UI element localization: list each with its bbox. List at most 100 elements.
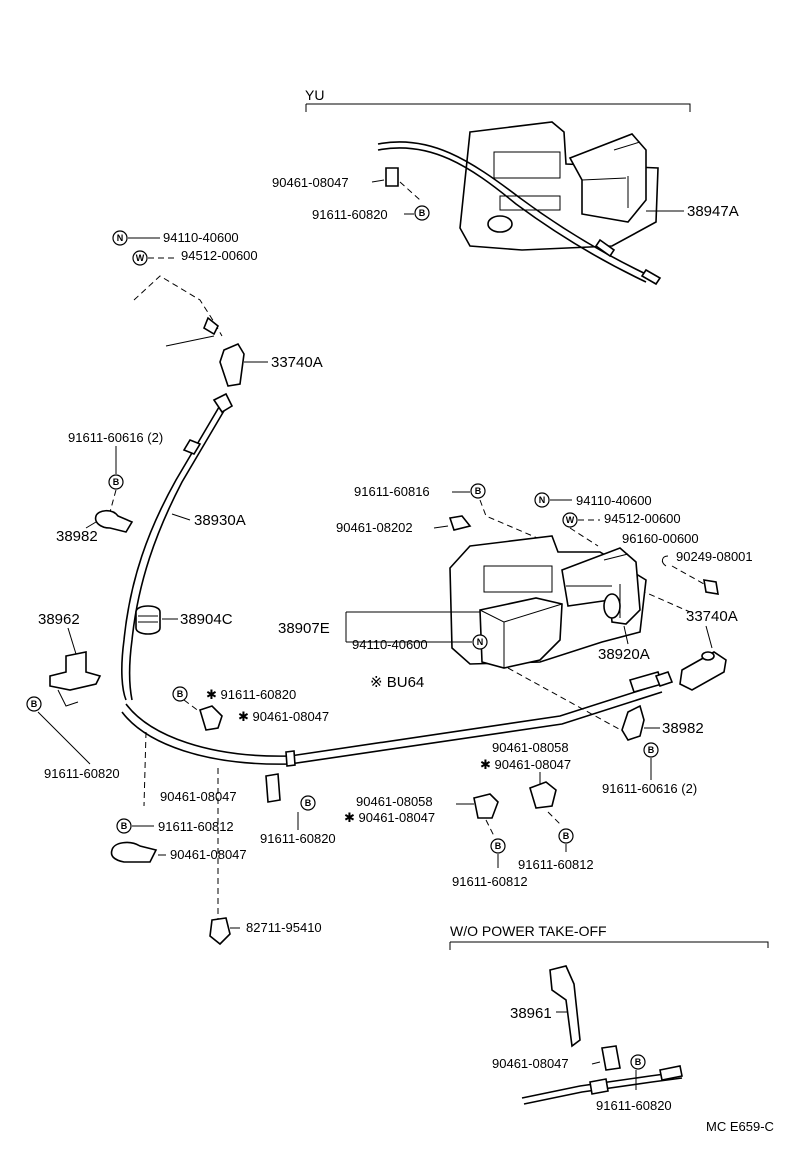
bolt-symbol: [414, 205, 430, 221]
wo-pto-section: W/O POWER TAKE-OFF 38961 90461-08047 B 9…: [449, 923, 769, 1113]
cable-38930A: [121, 401, 223, 701]
label-38982-left: 38982: [56, 528, 98, 545]
grommet-38904C: [135, 605, 161, 635]
svg-text:B: B: [419, 208, 426, 218]
label-38982-right: 38982: [662, 720, 704, 737]
upper-left-assembly: N 94110-40600 W 94512-00600 33740A 38930…: [26, 230, 323, 781]
label-94110-40600-top: 94110-40600: [163, 230, 239, 245]
bolt-symbol: [470, 483, 486, 499]
svg-text:B: B: [113, 477, 120, 487]
label-38961: 38961: [510, 1005, 552, 1022]
bu64-shaft: [603, 593, 621, 619]
pin-90249-08001: [703, 579, 719, 595]
clip-90461-08202: [448, 515, 472, 531]
nut-symbol: [472, 634, 488, 650]
label-91611-60616-left: 91611-60616 (2): [68, 430, 163, 445]
yoke-33740A-right: [679, 651, 727, 691]
yu-cable: [377, 141, 651, 277]
figure-code: MC E659-C: [706, 1119, 774, 1134]
bracket-38961: [549, 965, 581, 1048]
bolt-symbol: [490, 838, 506, 854]
clip-90461-08047-yu: [385, 167, 399, 187]
label-91611-60820-mid1: ✱ 91611-60820: [206, 687, 296, 702]
bolt-symbol: [300, 795, 316, 811]
label-38947A: 38947A: [687, 203, 739, 220]
svg-text:B: B: [648, 745, 655, 755]
lower-cable-assembly: B ✱ 91611-60820 ✱ 90461-08047 90461-0804…: [110, 671, 674, 946]
label-38962: 38962: [38, 611, 80, 628]
label-90461-08047-bottom: 90461-08047: [170, 847, 247, 862]
clamp-82711-95410: [209, 917, 231, 946]
label-82711-95410: 82711-95410: [246, 920, 322, 935]
label-91611-60812-left: 91611-60812: [158, 819, 234, 834]
label-94110-40600-r: 94110-40600: [576, 493, 652, 508]
bolt-symbol: [116, 818, 132, 834]
label-38904C: 38904C: [180, 611, 233, 628]
svg-text:B: B: [495, 841, 502, 851]
section-title-wo-pto: W/O POWER TAKE-OFF: [450, 923, 607, 939]
yu-cylinder: [487, 215, 513, 233]
bu64-section: 91611-60816 B 90461-08202 N 94110-40600 …: [278, 483, 753, 889]
label-91611-60812-a: 91611-60812: [518, 857, 594, 872]
actuator-38907E: [479, 597, 563, 669]
clamp-38982-right: [621, 704, 645, 741]
label-90249-08001: 90249-08001: [676, 549, 753, 564]
svg-text:B: B: [177, 689, 184, 699]
svg-text:N: N: [539, 495, 546, 505]
bolt-symbol: [26, 696, 42, 712]
clip-90461-08058-b: [473, 793, 499, 819]
label-33740A-right: 33740A: [686, 608, 738, 625]
label-90461-08047-wo: 90461-08047: [492, 1056, 569, 1071]
svg-text:W: W: [136, 253, 145, 263]
washer-symbol: [562, 512, 578, 528]
washer-symbol: [132, 250, 148, 266]
label-91611-60616-right: 91611-60616 (2): [602, 781, 697, 796]
label-91611-60816: 91611-60816: [354, 484, 430, 499]
svg-text:B: B: [31, 699, 38, 709]
bolt-symbol: [643, 742, 659, 758]
svg-text:B: B: [305, 798, 312, 808]
label-90461-08058-b: 90461-08058: [356, 794, 433, 809]
label-96160-00600: 96160-00600: [622, 531, 699, 546]
bolt-symbol: [558, 828, 574, 844]
nut-symbol: [534, 492, 550, 508]
label-94512-00600-top: 94512-00600: [181, 248, 258, 263]
svg-text:B: B: [121, 821, 128, 831]
label-94512-00600-r: 94512-00600: [604, 511, 681, 526]
label-91611-60820-left: 91611-60820: [44, 766, 120, 781]
label-90461-08047-mid1: ✱ 90461-08047: [238, 709, 329, 724]
clamp-38982-left: [94, 509, 134, 533]
clip-90461-08047-wo: [601, 1045, 621, 1071]
svg-text:N: N: [477, 637, 484, 647]
label-91611-60820-yu: 91611-60820: [312, 207, 388, 222]
clip-90461-08047-mid1: [199, 705, 223, 731]
label-90461-08047-a: ✱ 90461-08047: [480, 757, 571, 772]
label-38907E: 38907E: [278, 620, 330, 637]
svg-text:B: B: [635, 1057, 642, 1067]
label-90461-08047-yu: 90461-08047: [272, 175, 349, 190]
label-90461-08202: 90461-08202: [336, 520, 413, 535]
label-91611-60812-b: 91611-60812: [452, 874, 528, 889]
bracket-38947A-yu: [568, 133, 647, 223]
section-title-yu: YU: [305, 87, 324, 103]
section-title-bu64: ※ BU64: [370, 674, 424, 691]
clip-90461-08058-a: [529, 781, 557, 809]
svg-text:B: B: [563, 831, 570, 841]
label-90461-08058-a: 90461-08058: [492, 740, 569, 755]
yu-section: YU 90461-08047 91611-60820 B 38947A: [272, 87, 739, 286]
svg-text:N: N: [117, 233, 124, 243]
label-91611-60820-wo: 91611-60820: [596, 1098, 672, 1113]
label-94110-40600-box: 94110-40600: [352, 637, 428, 652]
label-38930A: 38930A: [194, 512, 246, 529]
bolt-symbol: [630, 1054, 646, 1070]
clip-90461-08047-bottom: [110, 841, 158, 863]
clip-90461-08047-mid2: [265, 773, 281, 803]
label-90461-08047-b: ✱ 90461-08047: [344, 810, 435, 825]
bracket-38962: [49, 651, 102, 691]
svg-text:B: B: [475, 486, 482, 496]
bolt-symbol: [108, 474, 124, 490]
nut-symbol: [112, 230, 128, 246]
svg-text:W: W: [566, 515, 575, 525]
label-33740A-left: 33740A: [271, 354, 323, 371]
